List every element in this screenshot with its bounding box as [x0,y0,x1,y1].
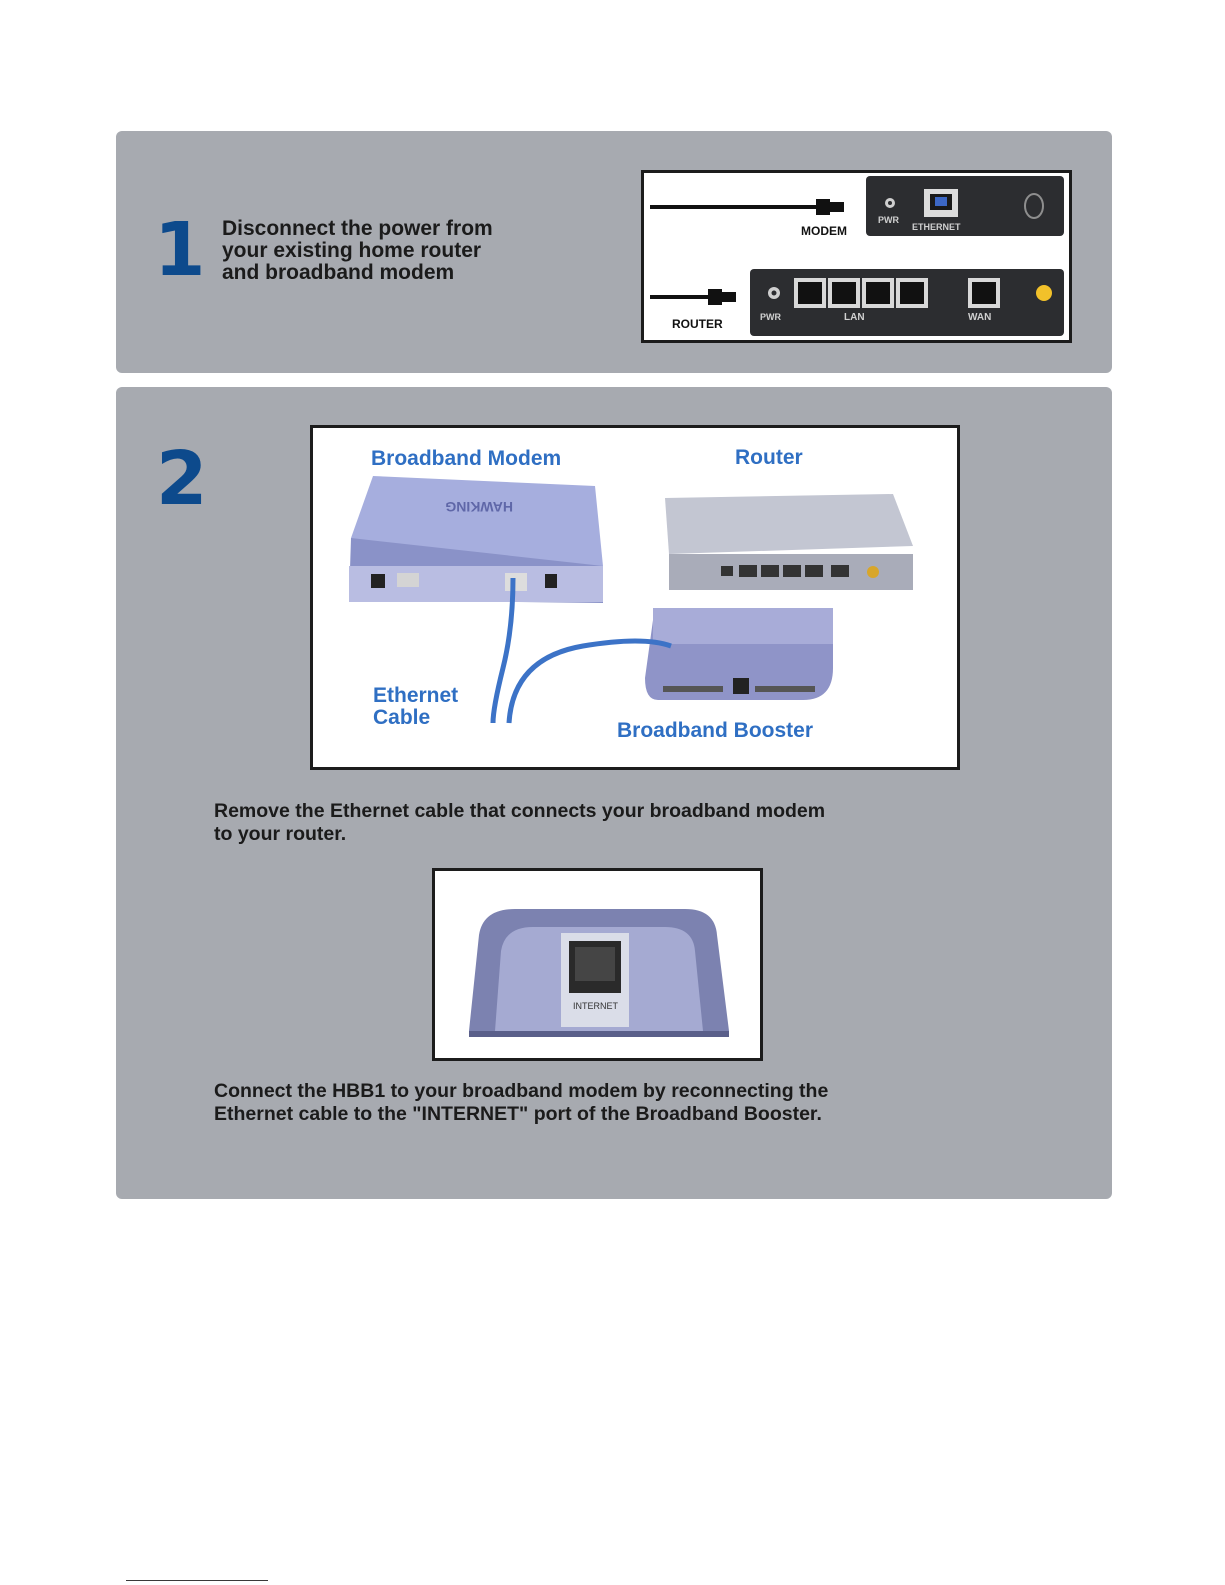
bottom-rule [126,1580,268,1581]
disconnect-power-diagram: MODEM ROUTER PWR ETHERNET PWR LAN WAN [641,170,1072,343]
broadband-booster-label: Broadband Booster [617,719,813,742]
modem-pwr-label: PWR [878,215,899,225]
router-lan-label: LAN [844,312,865,323]
internet-port-photo: INTERNET [432,868,763,1061]
modem-ethernet-label: ETHERNET [912,222,961,232]
svg-text:HAWKING: HAWKING [445,499,513,515]
router-led-icon [1036,285,1052,301]
ethernet-cable [490,577,516,724]
step-number: 2 [156,436,208,522]
ethernet-cable-label-line2: Cable [373,706,430,729]
router-label: ROUTER [672,317,723,331]
step-2-instruction-remove: Remove the Ethernet cable that connects … [214,800,826,845]
internet-port-label: INTERNET [573,1001,619,1011]
router-label: Router [735,446,803,469]
step-number: 1 [154,207,206,293]
step-2-instruction-connect: Connect the HBB1 to your broadband modem… [214,1080,829,1125]
router-wan-label: WAN [968,312,991,323]
ethernet-cable-label-line1: Ethernet [373,684,458,707]
broadband-modem-label: Broadband Modem [371,447,561,470]
devices-photo: HAWKING [310,425,960,770]
router-pwr-label: PWR [760,312,781,322]
modem-label: MODEM [801,224,847,238]
router-lan-ports-icon [794,278,928,308]
modem-button-icon [1024,193,1044,219]
step-2-panel: 2 HAWKING [116,387,1112,1199]
router-plug-icon [708,289,722,305]
broadband-modem-image: HAWKING [349,476,603,603]
step-1-instruction: Disconnect the power from your existing … [222,217,493,284]
broadband-booster-image [645,608,833,700]
router-image [665,494,913,590]
modem-back-panel [866,176,1064,236]
step-1-panel: 1 Disconnect the power from your existin… [116,131,1112,373]
booster-front-image [469,909,729,1037]
modem-plug-icon [816,199,830,215]
